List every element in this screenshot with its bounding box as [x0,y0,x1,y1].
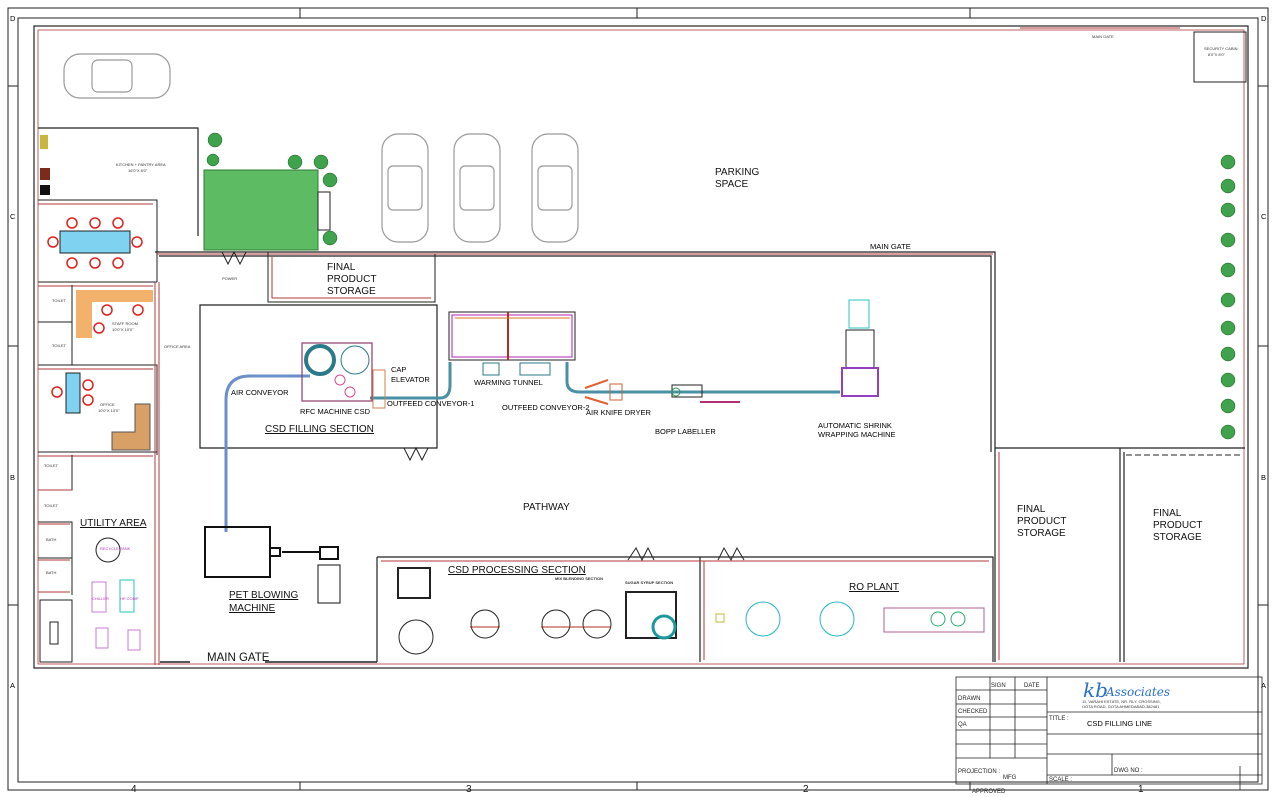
lawn [203,169,319,251]
compound-wall [33,25,1249,669]
shrink-wrap-label: WRAPPING MACHINE [818,430,896,439]
row-label: B [1261,473,1266,482]
ro-plant-label: RO PLANT [849,582,899,593]
row-label: D [1261,14,1267,23]
final-storage-label: STORAGE [1017,528,1066,539]
row-label: C [10,212,16,221]
final-storage-label: PRODUCT [327,274,376,285]
pet-blowing-label: PET BLOWING [229,590,298,601]
sugar-syrup-label: SUGAR SYRUP SECTION [625,580,673,585]
rfc-machine-label: RFC MACHINE CSD [300,407,371,416]
row-label: B [10,473,15,482]
warming-tunnel-icon [448,311,576,376]
door-marks [221,250,745,562]
checked-label: CHECKED [958,709,988,715]
title-value: CSD FILLING LINE [1087,719,1152,728]
final-storage-label: PRODUCT [1153,520,1202,531]
cap-elevator-label: CAP [391,365,406,374]
staff-room-size: 10'0"X 10'0" [112,327,134,332]
staff-room-label: STAFF ROOM [112,321,138,326]
col-label: 2 [803,784,809,795]
row-label: A [10,681,15,690]
bath-label: BATH [46,570,56,575]
line-equipment-icons [584,299,879,405]
sign-header: SIGN [991,683,1006,689]
rfc-machine-icon [301,342,386,409]
kitchen-size: 16'0"X 8'0" [128,168,148,173]
cap-elevator-label: ELEVATOR [391,375,430,384]
sheet-border [7,7,1269,791]
final-storage-label: STORAGE [327,286,376,297]
toilet-label: TOILET [44,503,58,508]
final-storage-label: STORAGE [1153,532,1202,543]
outfeed-conveyor-1-label: OUTFEED CONVEYOR-1 [387,399,475,408]
parking-label: SPACE [715,179,748,190]
col-label: 1 [1138,784,1144,795]
drawn-label: DRAWN [958,696,980,702]
air-conveyor-label: AIR CONVEYOR [231,388,289,397]
csd-processing-section-label: CSD PROCESSING SECTION [448,565,586,576]
office-size: 10'0"X 10'0" [98,408,120,413]
bath-label: BATH [46,537,56,542]
toilet-label: TOILET [52,343,66,348]
pathway-label: PATHWAY [523,502,570,513]
bopp-labeller-label: BOPP LABELLER [655,427,716,436]
furniture [40,135,153,651]
col-label: 4 [131,784,137,795]
qa-label: QA [958,722,967,728]
hp-comp-label: HP COMP [120,596,139,601]
scale-label: SCALE : [1049,777,1072,783]
row-label: C [1261,212,1267,221]
pet-blowing-machine-icon [204,526,341,604]
recycle-tank-label: RECYCLE TANK [100,546,131,551]
chiller-label: CHILLER [92,596,109,601]
mix-blending-label: MIX BLENDING SECTION [555,576,603,581]
row-label: D [10,14,16,23]
kitchen-label: KITCHEN + PANTRY AREA [116,162,166,167]
dwg-no-label: DWG NO : [1114,768,1143,774]
main-gate-label: MAIN GATE [870,242,911,251]
tree-icons [206,132,1236,440]
approved-label: APPROVED [972,789,1006,795]
office-label: OFFICE [100,402,115,407]
tank-icons [397,567,985,655]
car-icons [63,53,579,243]
final-storage-label: FINAL [1153,508,1182,519]
company-logo-name: Associates [1105,685,1170,699]
main-gate-label: MAIN GATE [1092,34,1114,39]
utility-area-label: UTILITY AREA [80,518,147,529]
projection-label: PROJECTION : [958,769,1000,775]
shrink-wrap-label: AUTOMATIC SHRINK [818,421,892,430]
col-label: 3 [466,784,472,795]
company-address: GOTA ROAD, GOTA AHMEDABAD-382481 [1082,704,1160,709]
bench [317,191,331,231]
date-header: DATE [1024,683,1040,689]
pet-blowing-label: MACHINE [229,603,275,614]
main-gate-label: MAIN GATE [207,652,270,664]
final-storage-label: FINAL [1017,504,1046,515]
outfeed-conveyor-2-label: OUTFEED CONVEYOR-2 [502,403,590,412]
title-block [955,676,1263,790]
toilet-label: TOILET [52,298,66,303]
title-label: TITLE : [1049,716,1069,722]
power-label: POWER [222,276,237,281]
conveyor-lines [224,362,840,532]
security-cabin-size: 8'0"X 8'0" [1208,52,1226,57]
final-storage-label: PRODUCT [1017,516,1066,527]
company-address: 11, VARAHI ESTATE, NR. RLY. CROSSING, [1082,699,1161,704]
warming-tunnel-label: WARMING TUNNEL [474,378,543,387]
air-knife-dryer-label: AIR KNIFE DRYER [586,408,651,417]
projection-value: MFG [1003,775,1017,781]
final-storage-label: FINAL [327,262,356,273]
security-cabin-label: SECURITY CABIN [1204,46,1238,51]
row-label: A [1261,681,1266,690]
parking-label: PARKING [715,167,759,178]
company-logo-kb: kb [1083,678,1108,702]
office-area-label: OFFICE AREA [164,344,191,349]
toilet-label: TOILET [44,463,58,468]
csd-filling-section-label: CSD FILLING SECTION [265,424,374,435]
